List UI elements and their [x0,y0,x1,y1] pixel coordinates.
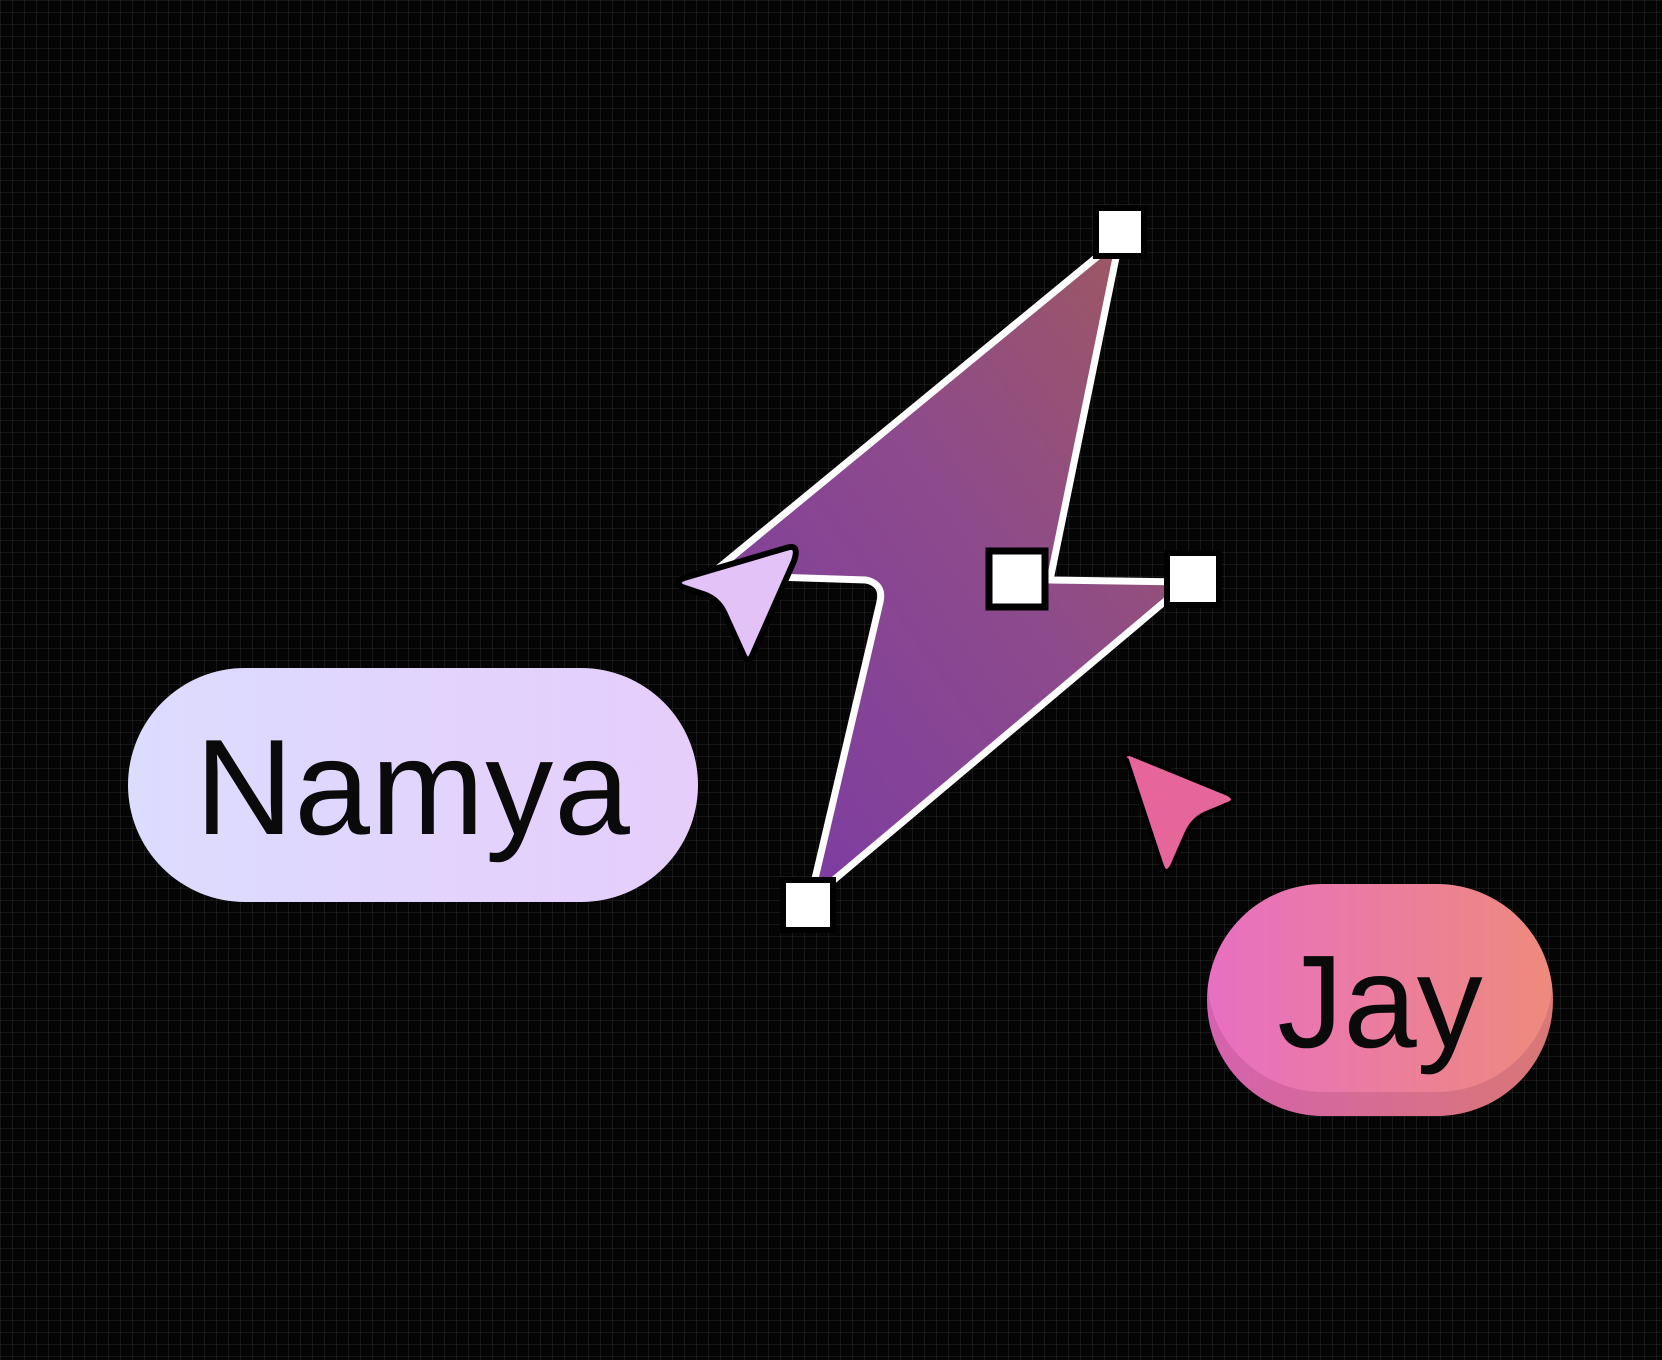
lightning-bolt-shape[interactable] [706,234,1192,904]
jay-cursor [1122,752,1235,873]
vertex-handle-bottom[interactable] [780,877,836,933]
collaborator-tag-namya: Namya [128,668,698,902]
cursor-arrow-icon [675,543,799,663]
collaborator-tag-jay: Jay [1207,884,1553,1116]
vertex-handle-top[interactable] [1093,205,1147,259]
vertex-handle-middle-left[interactable] [985,547,1049,611]
namya-cursor [675,543,799,663]
collaborator-name: Namya [195,711,631,863]
cursor-arrow-icon [1122,752,1235,873]
bolt-path[interactable] [706,234,1192,904]
collaborator-name: Jay [1277,928,1483,1075]
vertex-handle-middle-right[interactable] [1164,550,1222,608]
